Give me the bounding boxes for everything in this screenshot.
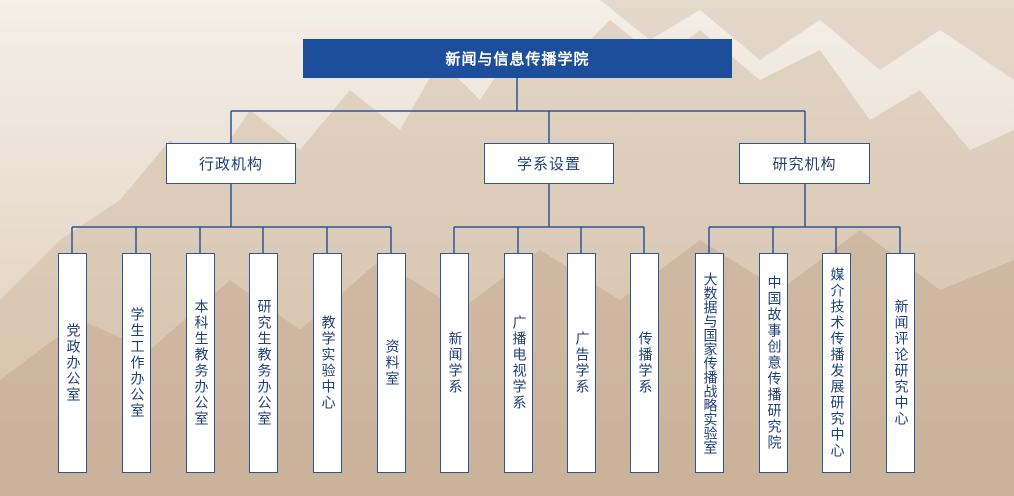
leaf-label: 媒介技术传播发展研究中心	[828, 267, 845, 459]
leaf-node: 大数据与国家传播战略实验室	[695, 253, 724, 473]
leaf-label: 新闻学系	[446, 331, 463, 395]
leaf-node: 新闻评论研究中心	[886, 253, 915, 473]
branch-node-admin: 行政机构	[166, 143, 296, 184]
root-label: 新闻与信息传播学院	[445, 50, 590, 68]
leaf-label: 广告学系	[573, 331, 590, 395]
leaf-label: 广播电视学系	[510, 315, 527, 411]
leaf-node: 广告学系	[567, 253, 596, 473]
leaf-label: 新闻评论研究中心	[892, 299, 909, 427]
leaf-node: 广播电视学系	[504, 253, 533, 473]
leaf-label: 本科生教务办公室	[192, 299, 209, 427]
leaf-node: 教学实验中心	[313, 253, 342, 473]
leaf-label: 资料室	[383, 339, 400, 387]
branch-label: 行政机构	[198, 155, 263, 173]
branch-node-departments: 学系设置	[484, 143, 614, 184]
leaf-label: 大数据与国家传播战略实验室	[701, 272, 718, 454]
leaf-label: 学生工作办公室	[128, 307, 145, 419]
root-node: 新闻与信息传播学院	[303, 39, 732, 78]
branch-label: 研究机构	[772, 155, 837, 173]
branch-label: 学系设置	[516, 155, 581, 173]
leaf-node: 新闻学系	[440, 253, 469, 473]
leaf-node: 研究生教务办公室	[249, 253, 278, 473]
leaf-label: 传播学系	[636, 331, 653, 395]
leaf-node: 媒介技术传播发展研究中心	[822, 253, 851, 473]
leaf-node: 中国故事创意传播研究院	[759, 253, 788, 473]
leaf-label: 中国故事创意传播研究院	[765, 275, 782, 451]
leaf-label: 教学实验中心	[319, 315, 336, 411]
branch-node-research: 研究机构	[739, 143, 870, 184]
leaf-node: 传播学系	[630, 253, 659, 473]
leaf-label: 党政办公室	[64, 323, 81, 403]
leaf-node: 党政办公室	[58, 253, 87, 473]
leaf-node: 学生工作办公室	[122, 253, 151, 473]
leaf-node: 资料室	[377, 253, 406, 473]
leaf-node: 本科生教务办公室	[186, 253, 215, 473]
leaf-label: 研究生教务办公室	[255, 299, 272, 427]
